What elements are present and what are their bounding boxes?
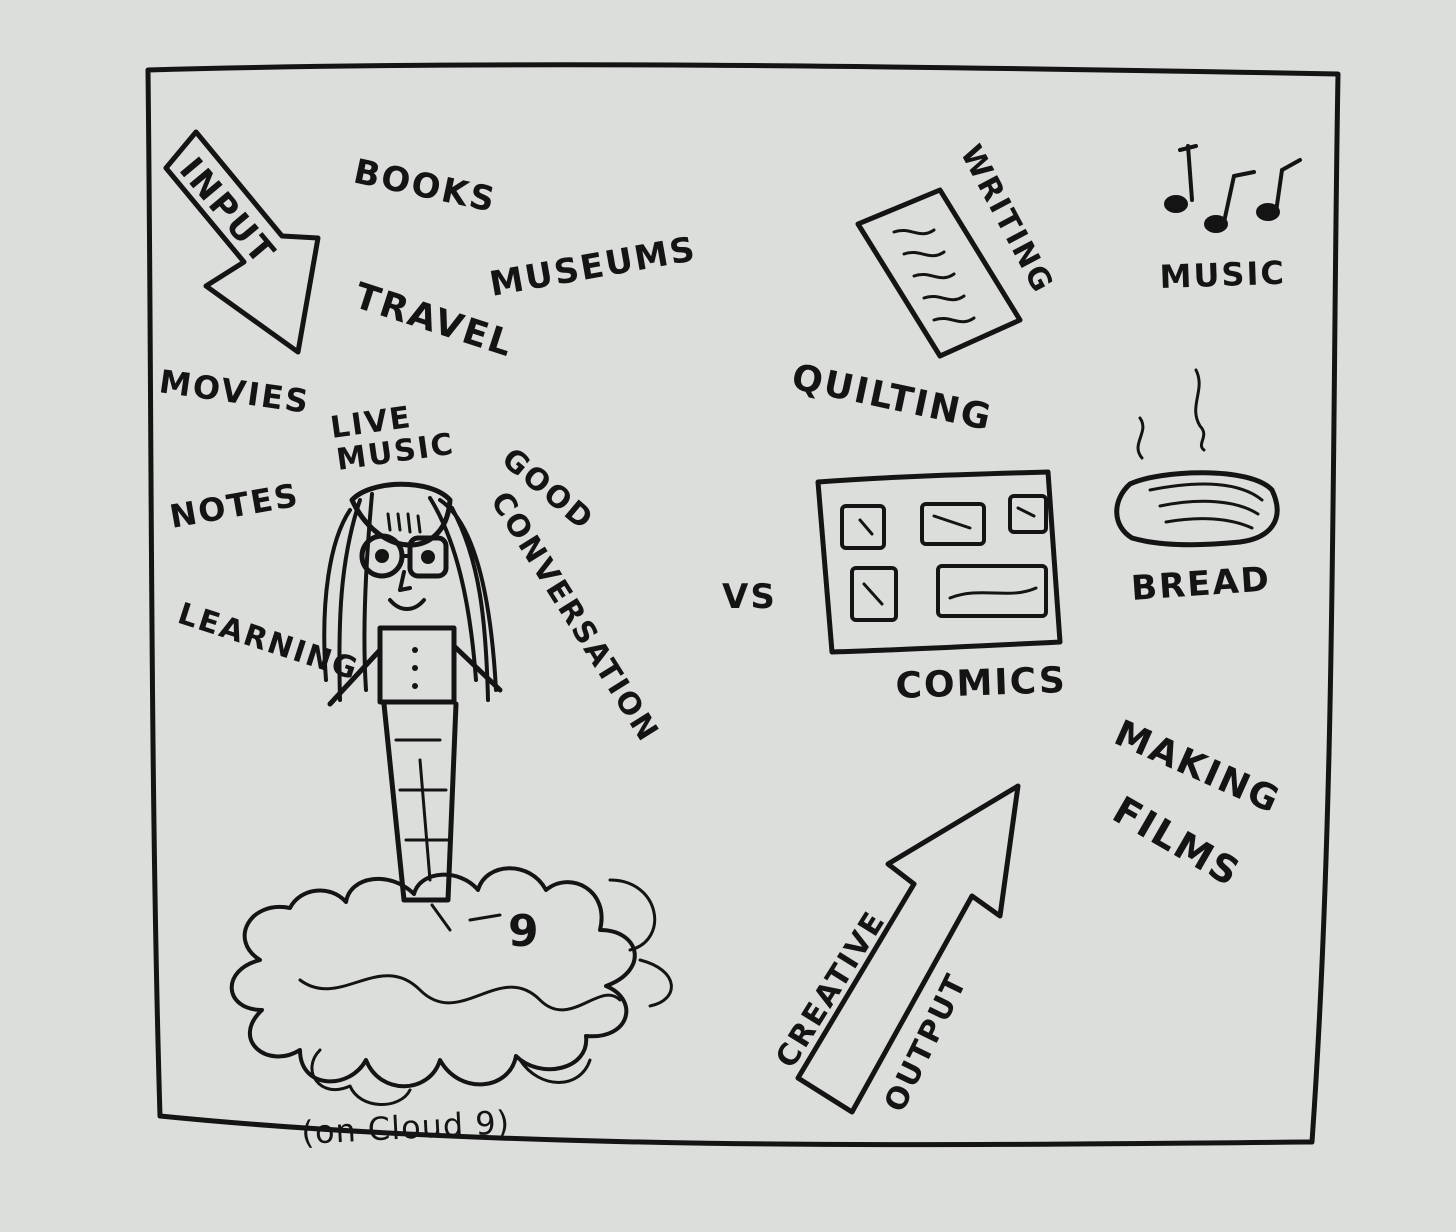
label-music-output: MUSIC [1159,254,1287,296]
person-icon [322,481,503,903]
cloud-number: 9 [508,906,541,957]
sketch-frame [145,62,1341,1148]
comics-panel-icon [815,469,1063,655]
writing-paper-icon [855,187,1023,359]
versus-label: VS [722,577,777,617]
label-comics: COMICS [895,660,1068,707]
music-notes-icon [1164,144,1302,233]
output-arrow-icon [795,783,1021,1115]
bread-loaf-icon [1114,368,1280,548]
label-bread: BREAD [1130,559,1272,609]
cloud-icon: 9 [229,866,673,1106]
